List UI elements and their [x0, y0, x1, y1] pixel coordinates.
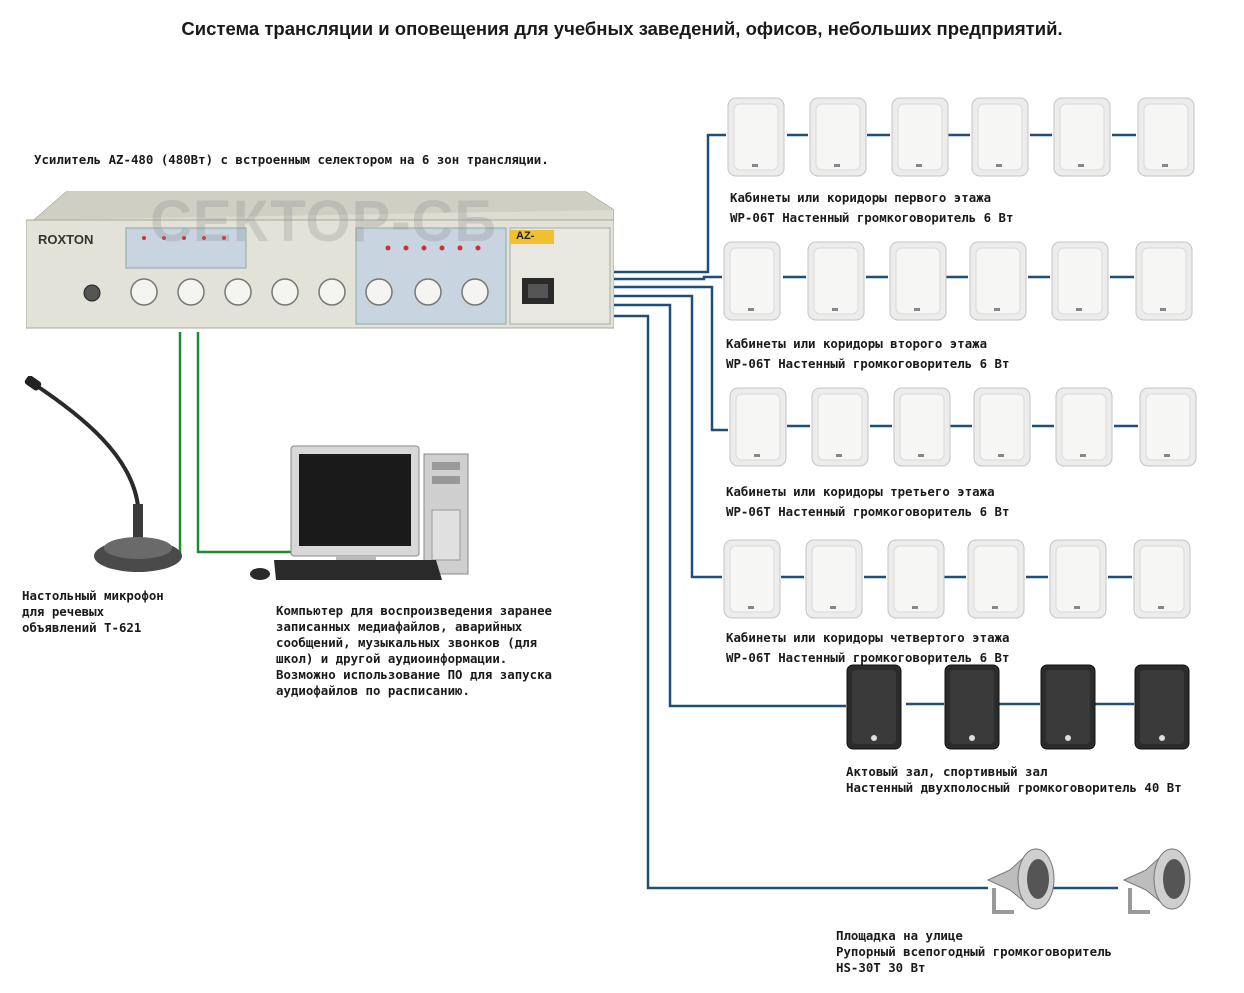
wall-speaker-icon — [1139, 387, 1197, 467]
wall-speaker-icon — [1137, 97, 1195, 177]
wall-speaker-icon — [967, 539, 1025, 619]
wire-zone-3 — [612, 285, 728, 432]
wall-speaker-icon — [1133, 539, 1191, 619]
wire-computer — [196, 332, 292, 554]
amplifier-caption: Усилитель AZ-480 (480Вт) с встроенным се… — [34, 152, 549, 167]
wire-zone-1 — [612, 133, 726, 274]
wall-speaker-icon — [809, 97, 867, 177]
computer-icon — [250, 445, 469, 580]
wall-speaker-icon — [1053, 97, 1111, 177]
wall-speaker-icon — [1051, 241, 1109, 321]
wall-speaker-icon — [973, 387, 1031, 467]
wall-speaker-icon — [811, 387, 869, 467]
page-title: Система трансляции и оповещения для учеб… — [181, 18, 1063, 39]
wall-speaker-icon — [723, 241, 781, 321]
hall-speaker-icon — [846, 664, 902, 750]
wall-speaker-icon — [891, 97, 949, 177]
wall-speaker-icon — [805, 539, 863, 619]
hall-speaker-icon — [1134, 664, 1190, 750]
microphone-icon — [24, 376, 182, 572]
wall-speaker-icon — [807, 241, 865, 321]
wall-speaker-icon — [969, 241, 1027, 321]
wire-zone-4 — [612, 294, 722, 579]
hall-speaker-icon — [944, 664, 1000, 750]
wall-speaker-icon — [889, 241, 947, 321]
brand-logo: ROXTON — [38, 232, 94, 247]
horn-speaker-icon — [986, 848, 1055, 914]
wall-speaker-icon — [1049, 539, 1107, 619]
wall-speaker-icon — [887, 539, 945, 619]
wall-speaker-icon — [723, 539, 781, 619]
model-label: AZ- — [516, 230, 535, 242]
wall-speaker-icon — [893, 387, 951, 467]
watermark: СЕКТОР-СБ — [150, 189, 498, 254]
wire-zone-2 — [612, 275, 722, 281]
wall-speaker-icon — [1135, 241, 1193, 321]
wall-speaker-icon — [971, 97, 1029, 177]
wire-outdoor — [612, 314, 988, 890]
wire-hall — [612, 303, 846, 708]
wall-speaker-icon — [729, 387, 787, 467]
wall-speaker-icon — [727, 97, 785, 177]
horn-speaker-icon — [1122, 848, 1191, 914]
wall-speaker-icon — [1055, 387, 1113, 467]
amplifier: ROXTON AZ- СЕКТОР-СБ — [26, 189, 614, 330]
hall-speaker-icon — [1040, 664, 1096, 750]
